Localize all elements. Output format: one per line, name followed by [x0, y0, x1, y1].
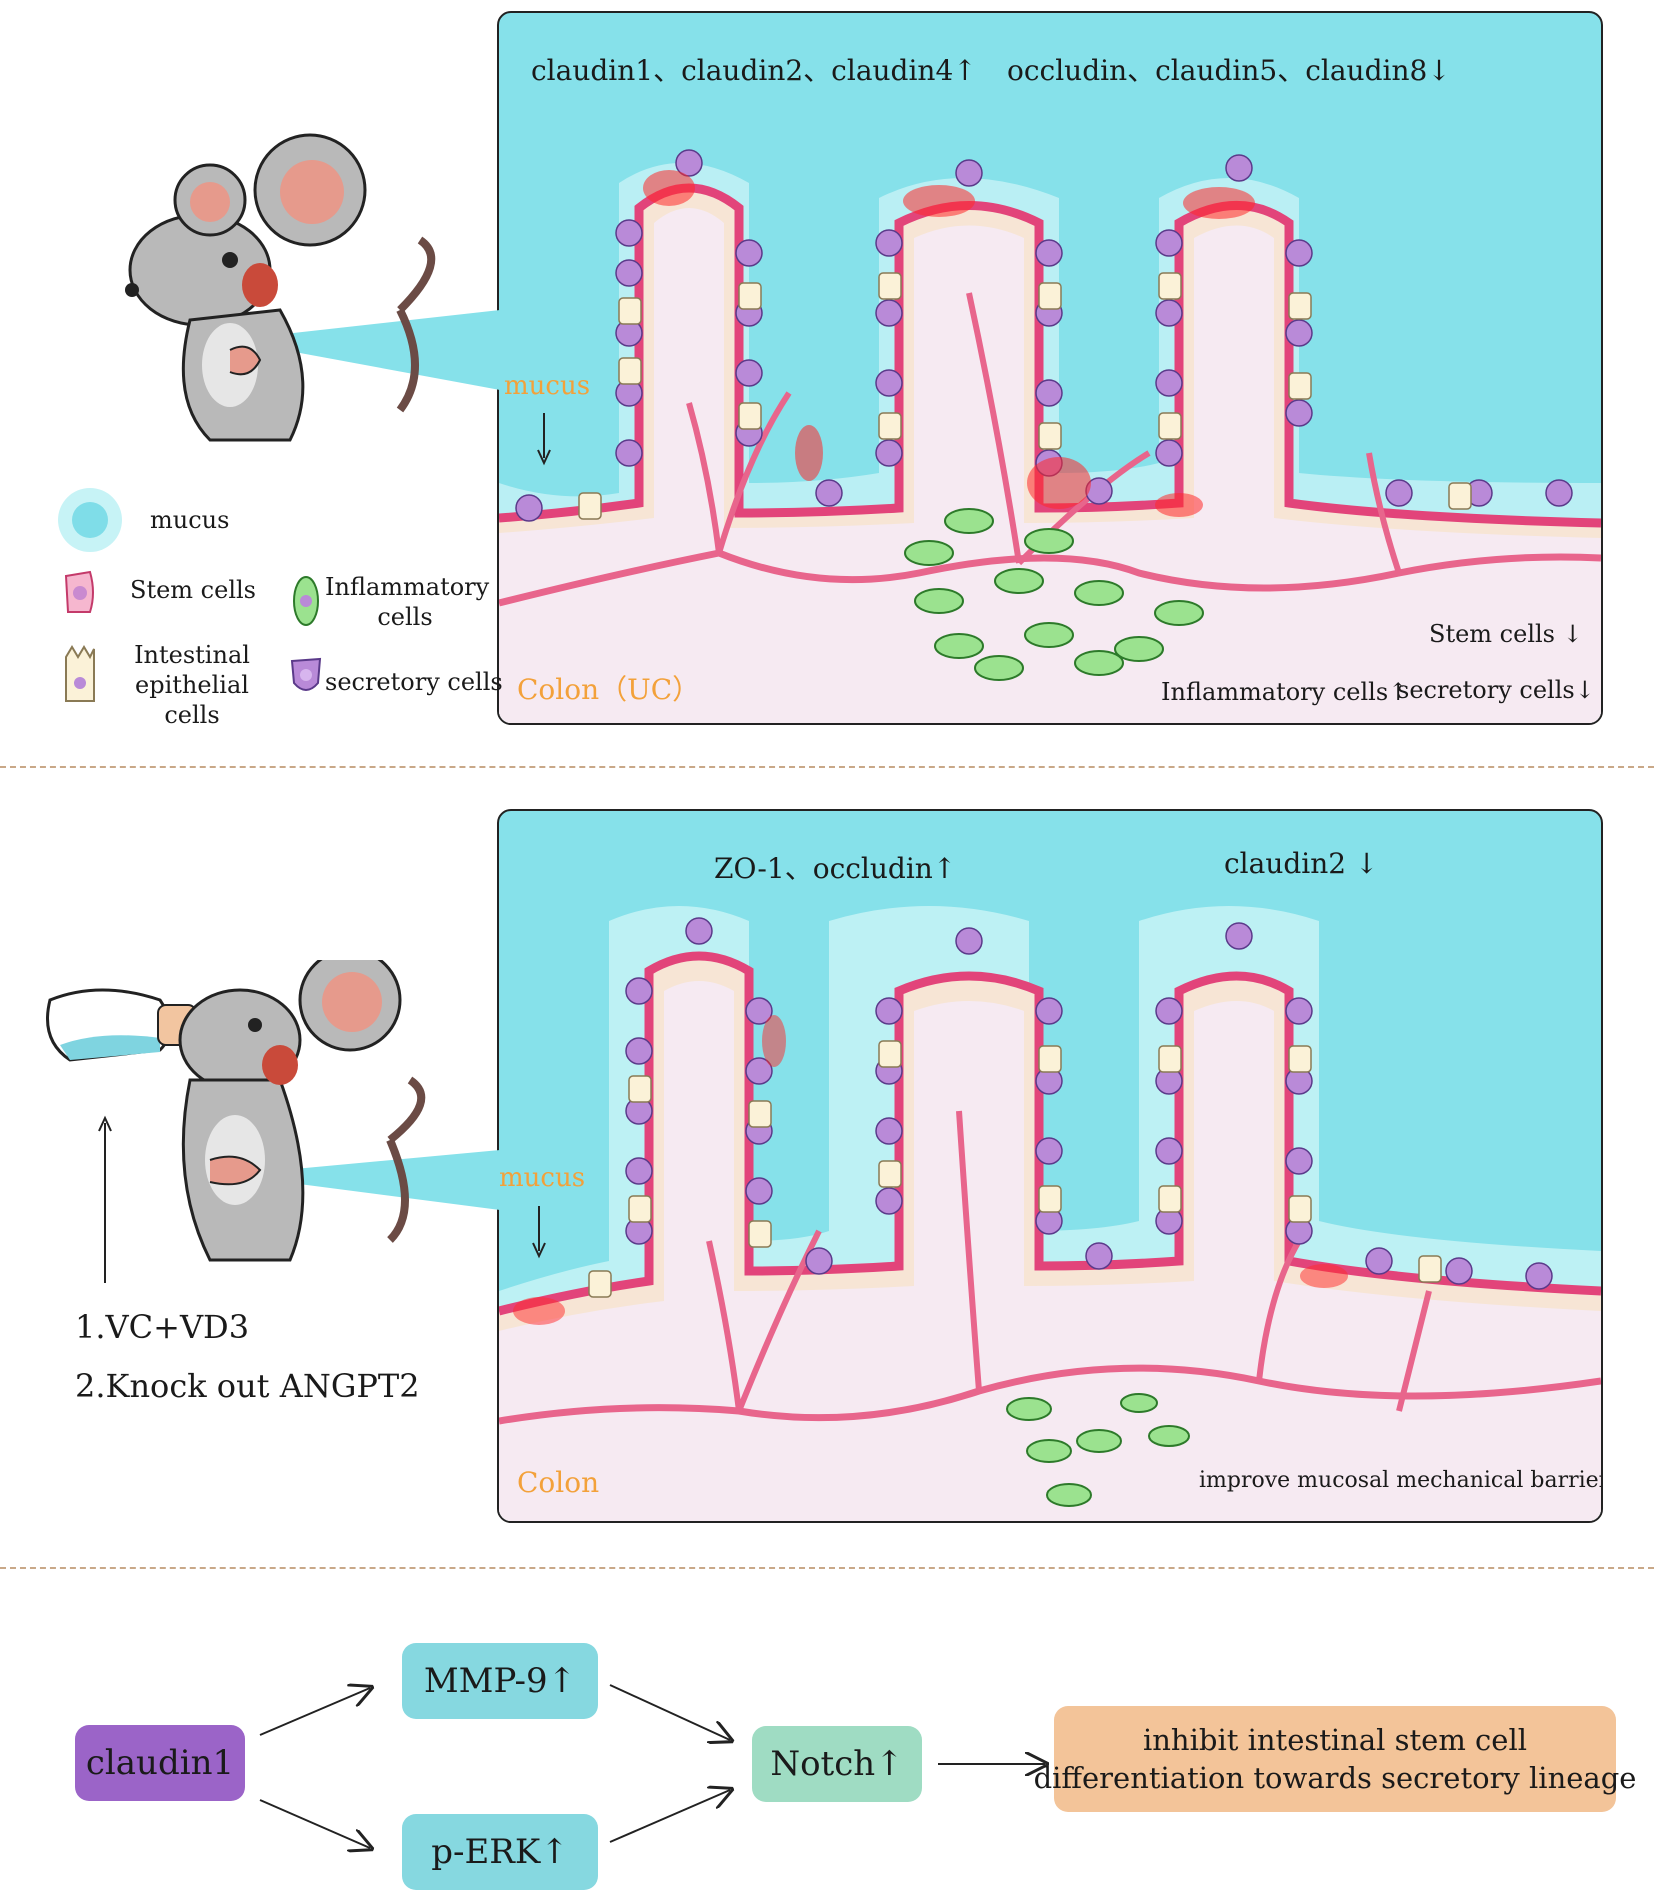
- treated-outcome-label: improve mucosal mechanical barrier: [1199, 1468, 1603, 1493]
- treatment-arrow-icon: [98, 1115, 112, 1283]
- mouse-uc-illustration: [125, 133, 500, 442]
- secretory-cell-legend-icon: [290, 657, 322, 691]
- uc-inflammatory-change: Inflammatory cells: [1161, 678, 1389, 706]
- treated-site-label: Colon: [517, 1466, 600, 1499]
- uc-secretory-change: secretory cells: [1397, 676, 1575, 704]
- stem-cell-legend-icon: [64, 570, 94, 613]
- uc-site-label: Colon（UC）: [517, 673, 701, 706]
- treated-mucus-label: mucus: [499, 1163, 586, 1193]
- treated-colon-illustration: [499, 906, 1601, 1521]
- epithelial-cell-legend-icon: [65, 645, 95, 702]
- treatment-step-1: 1.VC+VD3: [75, 1308, 250, 1346]
- down-arrow-icon: ↓: [1562, 620, 1583, 648]
- legend-inflammatory-cells: Inflammatory cells: [325, 573, 490, 631]
- treated-upregulated-markers: ZO-1、occludin: [714, 852, 933, 885]
- separator-2: [0, 1567, 1654, 1569]
- notch-node: Notch ↑: [752, 1726, 922, 1802]
- legend-epithelial-cells: Intestinal epithelial cells: [134, 641, 250, 729]
- perk-node: p-ERK↑: [402, 1814, 598, 1890]
- uc-colon-illustration: [499, 149, 1601, 723]
- uc-mucus-label: mucus: [504, 371, 591, 401]
- mouse-treated-illustration: [46, 960, 500, 1262]
- down-arrow-icon: ↓: [1427, 54, 1451, 87]
- up-arrow-icon: ↑: [1388, 678, 1409, 706]
- pathway-arrows: [259, 1590, 1654, 1898]
- uc-colon-panel: claudin1、claudin2、claudin4↑ occludin、cla…: [497, 11, 1603, 725]
- inflammatory-cell-legend-icon: [293, 576, 319, 626]
- down-arrow-icon: ↓: [1574, 676, 1595, 704]
- uc-downregulated-markers: occludin、claudin5、claudin8: [1007, 54, 1428, 87]
- treatment-step-2: 2.Knock out ANGPT2: [75, 1367, 420, 1405]
- separator-1: [0, 766, 1654, 768]
- result-node: inhibit intestinal stem cell differentia…: [1034, 1706, 1636, 1812]
- mmp9-node: MMP-9↑: [402, 1643, 598, 1719]
- result-line-1: inhibit intestinal stem cell: [1142, 1723, 1528, 1757]
- claudin1-node: claudin1: [75, 1725, 245, 1801]
- uc-stem-change: Stem cells: [1429, 620, 1555, 648]
- treated-downregulated-markers: claudin2: [1224, 847, 1347, 880]
- up-arrow-icon: ↑: [932, 852, 957, 885]
- up-arrow-icon: ↑: [953, 54, 977, 87]
- uc-upregulated-markers: claudin1、claudin2、claudin4: [531, 54, 954, 87]
- down-arrow-icon: ↓: [1355, 847, 1379, 880]
- treated-colon-panel: ZO-1、occludin↑ claudin2 ↓ mucus Colon im…: [497, 809, 1603, 1523]
- legend-mucus: mucus: [150, 506, 230, 534]
- legend-stem-cells: Stem cells: [130, 576, 256, 604]
- mucus-legend-icon: [58, 488, 122, 552]
- result-line-2: differentiation towards secretory lineag…: [1033, 1761, 1637, 1795]
- legend-secretory-cells: secretory cells: [325, 668, 503, 696]
